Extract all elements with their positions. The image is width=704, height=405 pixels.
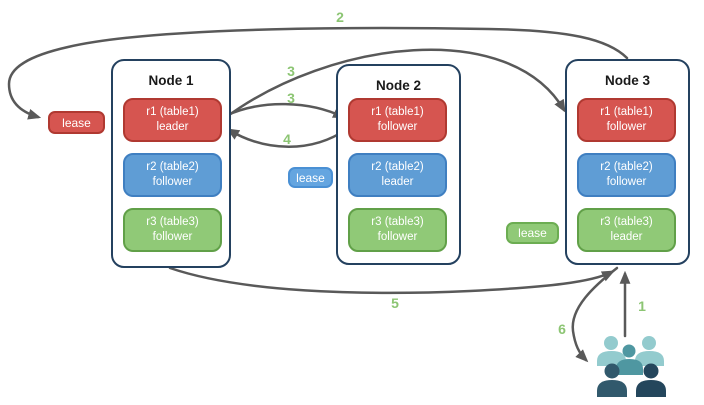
replica-r1-table1-leader: r1 (table1) leader — [123, 98, 222, 142]
replica-r3-table3-follower: r3 (table3) follower — [348, 208, 447, 252]
node-title: Node 2 — [375, 78, 421, 93]
replica-r1-table1-follower: r1 (table1) follower — [577, 98, 676, 142]
arrow-2-node3-to-lease — [7, 26, 629, 120]
arrow-6-node3-to-users — [571, 266, 619, 363]
lease-badge-green: lease — [506, 222, 559, 244]
replica-r3-table3-leader: r3 (table3) leader — [577, 208, 676, 252]
replica-range: r2 (table2) — [371, 161, 424, 174]
replica-range: r1 (table1) — [600, 106, 653, 119]
replica-range: r1 (table1) — [146, 106, 199, 119]
replica-role: leader — [610, 231, 643, 243]
arrow-3-leader-to-node3 — [223, 48, 566, 120]
arrow-3-leader-to-node2 — [223, 102, 346, 119]
replica-r2-table2-leader: r2 (table2) leader — [348, 153, 447, 197]
replica-role: follower — [606, 121, 647, 133]
replica-range: r3 (table3) — [146, 216, 199, 229]
step-label-5: 5 — [391, 295, 399, 311]
step-label-1: 1 — [638, 298, 646, 314]
replica-range: r1 (table1) — [371, 106, 424, 119]
step-label-3a: 3 — [287, 63, 295, 79]
replica-role: leader — [156, 121, 189, 133]
replica-role: follower — [606, 176, 647, 188]
replica-range: r2 (table2) — [146, 161, 199, 174]
replica-r2-table2-follower: r2 (table2) follower — [577, 153, 676, 197]
replica-r2-table2-follower: r2 (table2) follower — [123, 153, 222, 197]
lease-badge-blue: lease — [288, 167, 333, 188]
replica-role: follower — [377, 121, 418, 133]
replica-range: r2 (table2) — [600, 161, 653, 174]
arrow-4-node2-to-leader — [226, 127, 349, 148]
step-label-3b: 3 — [287, 90, 295, 106]
replica-r3-table3-follower: r3 (table3) follower — [123, 208, 222, 252]
replica-r1-table1-follower: r1 (table1) follower — [348, 98, 447, 142]
users-group-icon — [597, 336, 666, 397]
step-label-4: 4 — [283, 131, 291, 147]
node-1: Node 1 r1 (table1) leader r2 (table2) fo… — [111, 59, 231, 268]
replica-range: r3 (table3) — [371, 216, 424, 229]
replica-range: r3 (table3) — [600, 216, 653, 229]
node-2: Node 2 r1 (table1) follower r2 (table2) … — [336, 64, 461, 265]
replica-role: follower — [152, 176, 193, 188]
step-label-2: 2 — [336, 9, 344, 25]
step-label-6: 6 — [558, 321, 566, 337]
replica-role: follower — [152, 231, 193, 243]
node-title: Node 1 — [148, 73, 194, 88]
node-3: Node 3 r1 (table1) follower r2 (table2) … — [565, 59, 690, 265]
replica-role: leader — [381, 176, 414, 188]
replica-role: follower — [377, 231, 418, 243]
lease-badge-red: lease — [48, 111, 105, 134]
node-title: Node 3 — [604, 73, 650, 88]
arrow-5-node1-to-node3 — [168, 266, 615, 295]
